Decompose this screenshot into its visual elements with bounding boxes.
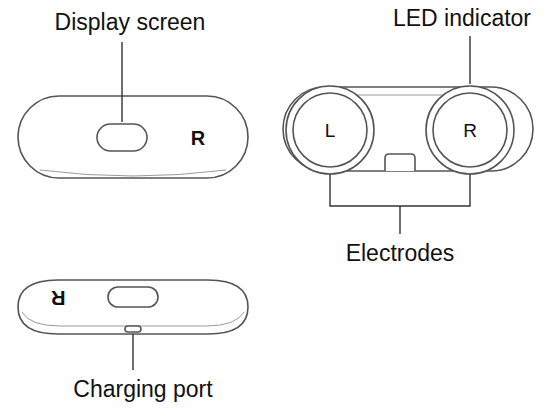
side-marking: R [191, 128, 205, 148]
part-label: Charging port [73, 378, 212, 401]
part-label: Display screen [55, 11, 206, 34]
display-screen-bottom [108, 287, 158, 307]
electrode-left [286, 86, 374, 174]
electrode-right [426, 86, 514, 174]
electrode-marking: L [325, 121, 336, 140]
part-label: Electrodes [346, 242, 455, 265]
charging-port [125, 326, 141, 332]
device-top-view [18, 96, 248, 178]
side-marking: R [51, 288, 65, 308]
part-label: LED indicator [393, 7, 531, 30]
device-bottom-view [18, 280, 248, 334]
display-screen [97, 124, 147, 151]
charging-notch [385, 154, 415, 171]
electrode-marking: R [463, 121, 477, 140]
leader-lines [122, 36, 470, 370]
